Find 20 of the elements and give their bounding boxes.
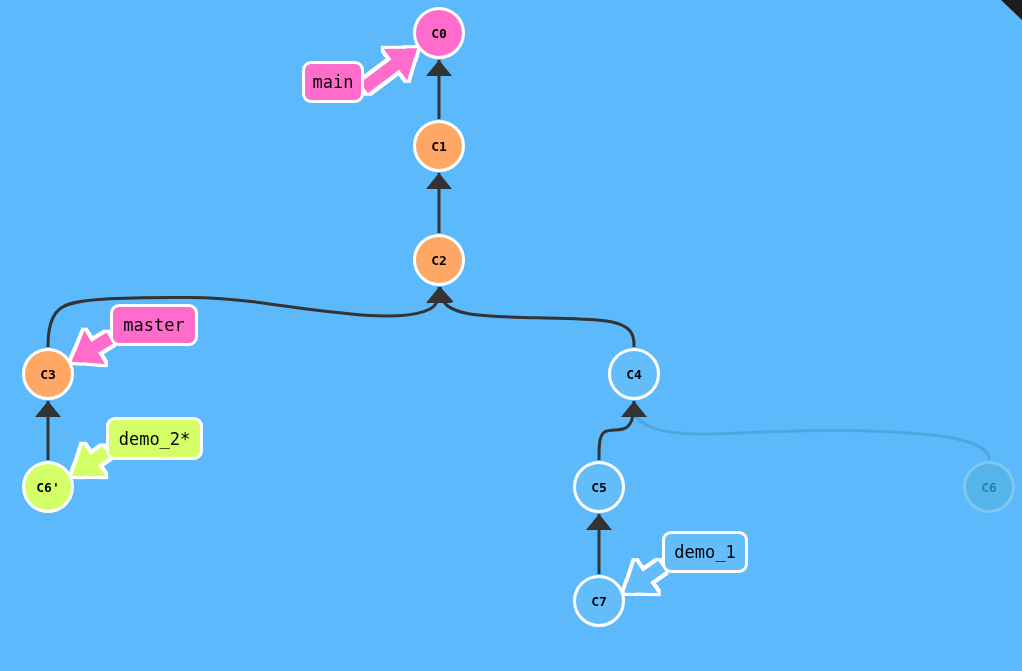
commit-circle: C7 — [573, 575, 625, 627]
parent-arrow — [426, 60, 452, 119]
parent-arrow — [586, 514, 612, 574]
commit-circle: C0 — [413, 7, 465, 59]
parent-arrow — [597, 401, 647, 460]
branch-pointer-arrow — [71, 330, 114, 367]
parent-arrow — [46, 287, 452, 347]
branch-label: master — [110, 304, 198, 346]
commit-circle: C5 — [573, 461, 625, 513]
commit-circle: C4 — [608, 348, 660, 400]
commit-circle: C3 — [22, 348, 74, 400]
commit-circle: C6' — [22, 461, 74, 513]
parent-arrow — [426, 173, 452, 233]
parent-arrow — [35, 401, 61, 460]
parent-arrow — [428, 286, 636, 347]
branch-label: demo_1 — [662, 531, 748, 573]
branch-label: demo_2* — [106, 417, 203, 460]
commit-circle: C2 — [413, 234, 465, 286]
commit-circle: C1 — [413, 120, 465, 172]
branch-label: main — [302, 61, 364, 103]
